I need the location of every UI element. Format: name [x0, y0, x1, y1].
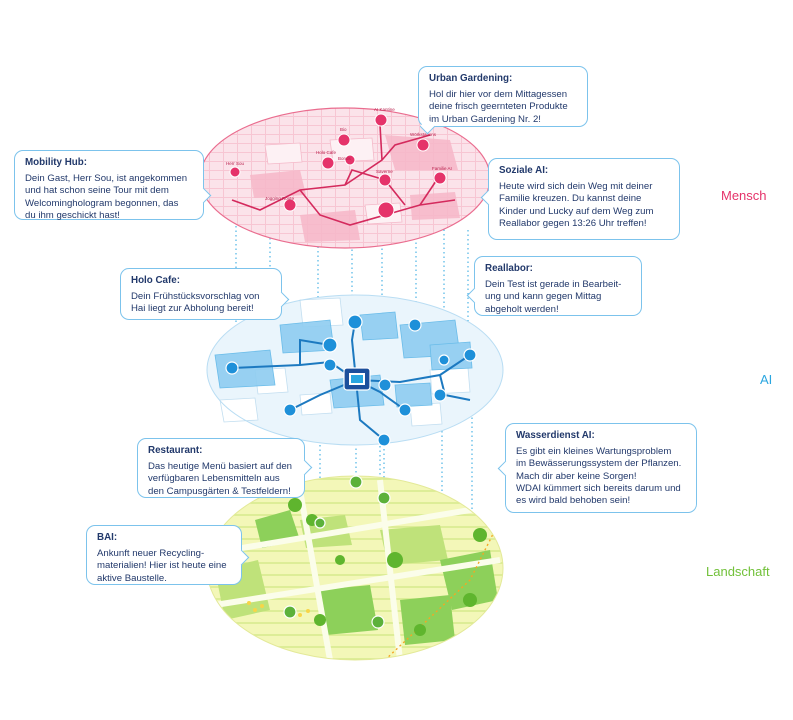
callout-body: Hol dir hier vor dem Mittagessen deine f…: [429, 89, 568, 125]
map-label-joggingtrack: Jogging Route: [265, 196, 295, 201]
callout-title: Reallabor:: [485, 263, 533, 274]
ai-nodes: [225, 314, 477, 447]
ai-layer: [206, 294, 504, 447]
callout-restaurant: Restaurant: Das heutige Menü basiert auf…: [137, 438, 305, 498]
callout-title: Holo Cafe:: [131, 275, 180, 286]
callout-urban-gardening: Urban Gardening: Hol dir hier vor dem Mi…: [418, 66, 588, 127]
callout-body: Heute wird sich dein Weg mit deiner Fami…: [499, 181, 654, 229]
map-label-familie-ai: Familie AI: [432, 166, 452, 171]
callout-body: Dein Frühstücksvorschlag von Hai liegt z…: [131, 291, 260, 315]
callout-title: Urban Gardening:: [429, 73, 513, 84]
callout-title: Restaurant:: [148, 445, 203, 456]
mensch-routes: [231, 124, 456, 226]
layer-label-landschaft: Landschaft: [706, 564, 770, 579]
map-label-bio: Bio: [340, 127, 347, 132]
callout-soziale-ai: Soziale AI: Heute wird sich dein Weg mit…: [488, 158, 680, 240]
mensch-pins: [229, 113, 447, 219]
landschaft-icons: [283, 475, 391, 629]
callout-wasserdienst-ai: Wasserdienst AI: Es gibt ein kleines War…: [505, 423, 697, 513]
layer-label-mensch: Mensch: [721, 188, 767, 203]
mensch-layer: [200, 108, 490, 248]
callout-title: Wasserdienst AI:: [516, 430, 595, 441]
callout-mobility-hub: Mobility Hub: Dein Gast, Herr Sou, ist a…: [14, 150, 204, 221]
callout-body: Es gibt ein kleines Wartungsproblem im B…: [516, 446, 682, 507]
callout-body: Ankunft neuer Recycling- materialien! Hi…: [97, 548, 227, 584]
callout-reallabor: Reallabor: Dein Test ist gerade in Bearb…: [474, 256, 642, 316]
callout-body: Dein Test ist gerade in Bearbeit- ung un…: [485, 279, 622, 315]
map-label-ai-kantine: AI Kantine: [374, 107, 395, 112]
map-label-woerkstations: Wörkstations: [410, 132, 437, 137]
landschaft-layer: [207, 476, 503, 660]
callout-title: Soziale AI:: [499, 165, 549, 176]
map-label-saverne: Saverne: [376, 169, 393, 174]
map-label-holo-cafe: Holo Cafe: [316, 150, 337, 155]
layer-label-ai: AI: [760, 372, 773, 387]
map-label-bonds: Bonds: [338, 156, 352, 161]
callout-title: BAI:: [97, 532, 118, 543]
callout-body: Das heutige Menü basiert auf den verfügb…: [148, 461, 292, 497]
callout-title: Mobility Hub:: [25, 157, 88, 168]
callout-holo-cafe: Holo Cafe: Dein Frühstücksvorschlag von …: [120, 268, 282, 320]
callout-body: Dein Gast, Herr Sou, ist angekommen und …: [25, 173, 188, 221]
map-label-herr-sou: Herr Sou: [226, 161, 245, 166]
callout-bai: BAI: Ankunft neuer Recycling- materialie…: [86, 525, 242, 585]
ai-central-hub: [343, 367, 371, 391]
